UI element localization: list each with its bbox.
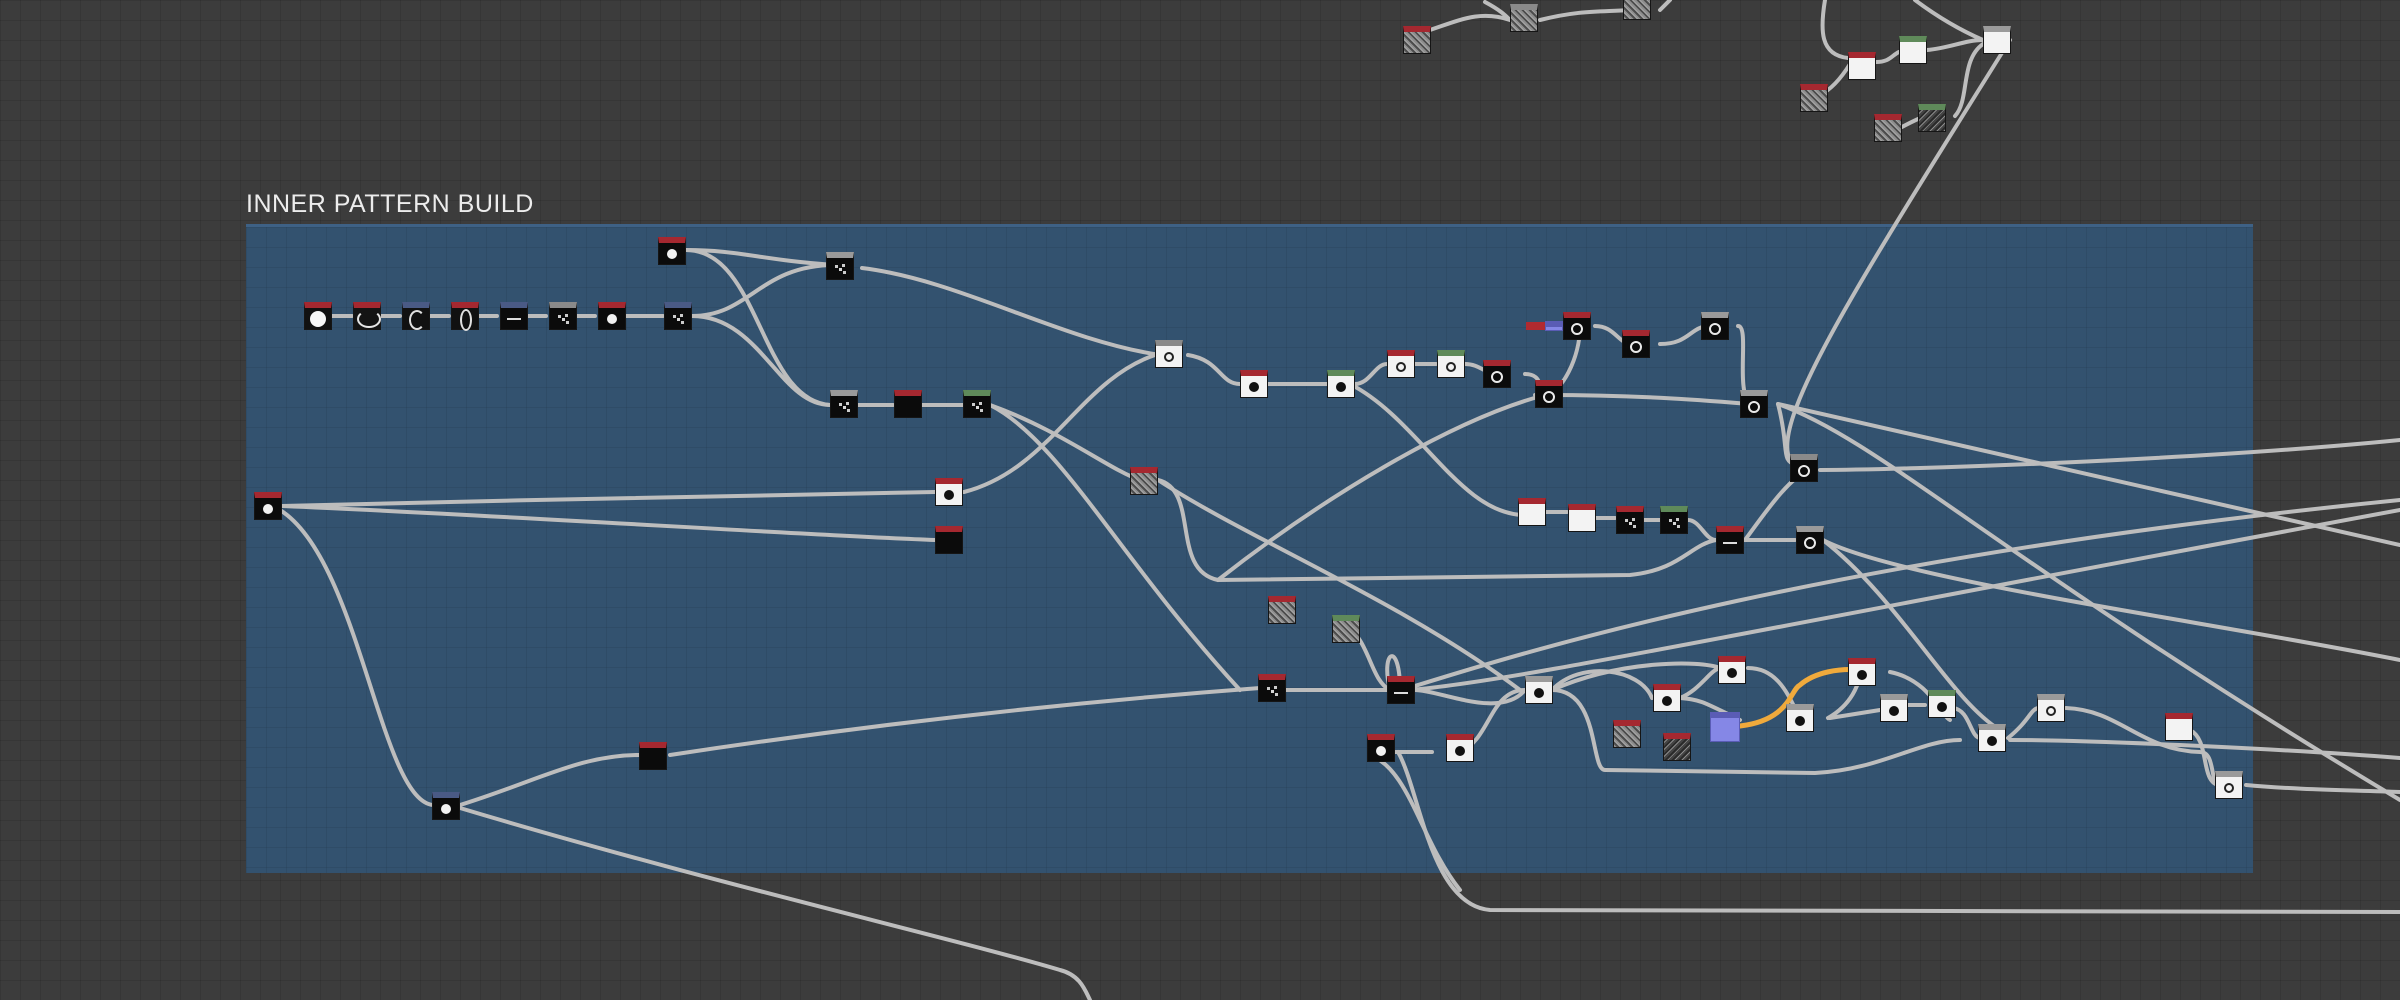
node-top-noise-b[interactable]: [1510, 4, 1538, 32]
node-circle-shape[interactable]: [304, 302, 332, 330]
node-blend-a[interactable]: [830, 390, 858, 418]
node-top-white-a[interactable]: [1848, 52, 1876, 80]
node-scatter[interactable]: [664, 302, 692, 330]
node-gradient-b[interactable]: [1568, 504, 1596, 532]
node-dot-f[interactable]: [1718, 656, 1746, 684]
node-dot-i[interactable]: [1880, 694, 1908, 722]
node-splatter[interactable]: [549, 302, 577, 330]
node-safe-transform-b[interactable]: [1622, 330, 1650, 358]
node-dot-out[interactable]: [1446, 734, 1474, 762]
node-ellipse-shape[interactable]: [451, 302, 479, 331]
node-dark-a[interactable]: [1616, 506, 1644, 534]
node-dot-k[interactable]: [1978, 724, 2006, 752]
node-input-left[interactable]: [254, 492, 282, 520]
node-blend-b[interactable]: [894, 390, 922, 418]
node-tile-a[interactable]: [1483, 360, 1511, 388]
node-curve[interactable]: [1387, 350, 1415, 378]
node-dot-g[interactable]: [1786, 704, 1814, 732]
node-bottom-blend[interactable]: [639, 742, 667, 770]
node-blend-top[interactable]: [826, 252, 854, 280]
node-top-white-c[interactable]: [1983, 26, 2011, 54]
node-noise-texture[interactable]: [1130, 467, 1158, 495]
node-input-top[interactable]: [658, 237, 686, 265]
node-gradient-a[interactable]: [1518, 498, 1546, 526]
node-levels[interactable]: [963, 390, 991, 418]
wire: [1874, 38, 1985, 64]
node-noise-d[interactable]: [1663, 733, 1691, 761]
node-dot-j[interactable]: [1928, 690, 1956, 718]
wire: [1483, 0, 1512, 22]
node-top-noise-c[interactable]: [1623, 0, 1651, 20]
node-top-noise-a[interactable]: [1403, 26, 1431, 54]
node-noise-c[interactable]: [1613, 720, 1641, 748]
wire: [2244, 783, 2400, 794]
node-value-purple[interactable]: [1545, 321, 1563, 331]
node-purple-block[interactable]: [1710, 712, 1740, 742]
node-dark-b[interactable]: [1660, 506, 1688, 534]
inner-pattern-build-frame[interactable]: [246, 224, 2253, 873]
node-cap-shape[interactable]: [353, 302, 381, 330]
node-mix-b[interactable]: [1387, 676, 1415, 704]
node-shape-dot[interactable]: [598, 302, 626, 330]
node-top-noise-e[interactable]: [1874, 114, 1902, 142]
node-input-dot[interactable]: [1367, 734, 1395, 762]
node-top-noise-d[interactable]: [1800, 84, 1828, 112]
node-top-noise-f[interactable]: [1918, 104, 1946, 132]
node-safe-transform-e[interactable]: [1790, 454, 1818, 482]
node-dot-e[interactable]: [1653, 684, 1681, 712]
node-tile-b[interactable]: [1535, 380, 1563, 408]
node-circle-b[interactable]: [1525, 676, 1553, 704]
wire: [1913, 0, 1985, 42]
node-safe-transform-a[interactable]: [1563, 312, 1591, 340]
node-input-bottom[interactable]: [432, 792, 460, 820]
node-noise-a[interactable]: [1268, 596, 1296, 624]
node-dot-h[interactable]: [1848, 658, 1876, 686]
node-arc-shape[interactable]: [402, 302, 430, 330]
node-blur[interactable]: [1240, 370, 1268, 398]
frame-title: INNER PATTERN BUILD: [246, 190, 534, 218]
node-dark-c[interactable]: [1716, 526, 1744, 554]
node-noise-b[interactable]: [1332, 615, 1360, 643]
node-warp[interactable]: [1155, 340, 1183, 368]
node-value-slider[interactable]: [1526, 322, 1548, 330]
node-output-a[interactable]: [2165, 713, 2193, 741]
wire: [1820, 0, 1850, 60]
node-dark-d[interactable]: [1796, 526, 1824, 554]
node-mix-a[interactable]: [1258, 674, 1286, 702]
node-input-mid-b[interactable]: [935, 526, 963, 554]
node-output-b[interactable]: [2215, 771, 2243, 799]
node-levels-b[interactable]: [1437, 350, 1465, 378]
node-transform[interactable]: [500, 302, 528, 330]
node-input-mid[interactable]: [935, 478, 963, 506]
node-top-white-b[interactable]: [1899, 36, 1927, 64]
node-safe-transform-d[interactable]: [1740, 390, 1768, 418]
node-hsl[interactable]: [1327, 370, 1355, 398]
node-sharpen[interactable]: [2037, 694, 2065, 722]
node-safe-transform-c[interactable]: [1701, 312, 1729, 340]
